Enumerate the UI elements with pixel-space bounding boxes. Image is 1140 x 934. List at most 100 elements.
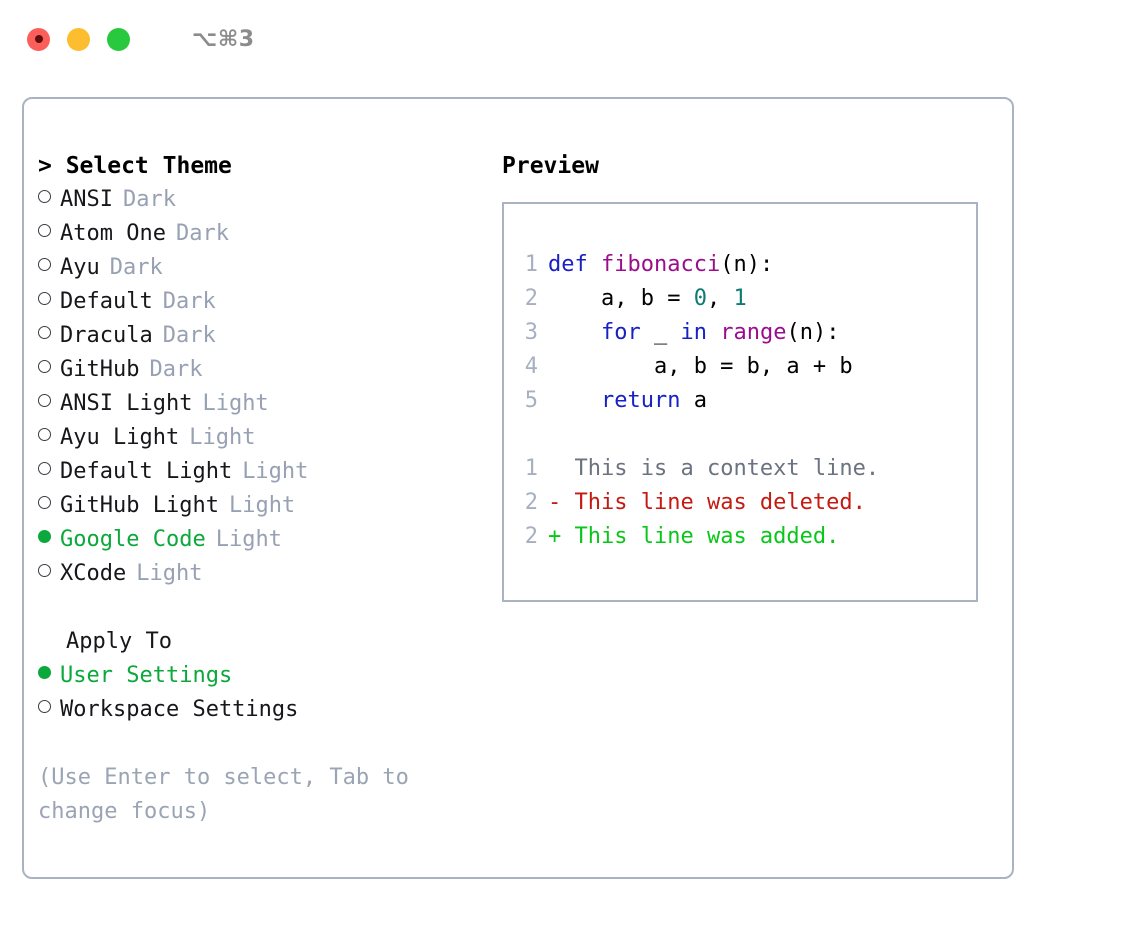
- radio-unselected-icon[interactable]: [38, 462, 51, 475]
- theme-kind-badge: Dark: [175, 221, 229, 246]
- zoom-button[interactable]: [107, 27, 130, 51]
- line-number: 4: [524, 354, 538, 379]
- code-token-kw: for: [600, 320, 641, 345]
- apply-to-option-label: Workspace Settings: [60, 697, 299, 722]
- line-number: 2: [524, 286, 538, 311]
- code-token-num: 1: [733, 286, 747, 311]
- theme-option-label: GitHub: [60, 357, 140, 382]
- theme-option-label: Atom One: [60, 221, 166, 246]
- theme-option-atom-one[interactable]: Atom One Dark: [38, 217, 488, 251]
- code-token-plain: [548, 320, 601, 345]
- code-token-plain: [548, 388, 601, 413]
- code-token-plain: a: [680, 388, 707, 413]
- theme-option-dracula[interactable]: Dracula Dark: [38, 319, 488, 353]
- theme-option-default[interactable]: Default Dark: [38, 285, 488, 319]
- apply-to-option-user-settings[interactable]: User Settings: [38, 659, 488, 693]
- preview-title: Preview: [502, 153, 599, 179]
- code-line: 2 a, b = 0, 1: [504, 282, 976, 316]
- code-line-text: return a: [548, 384, 707, 418]
- code-token-plain: (n):: [786, 320, 840, 345]
- theme-kind-badge: Light: [228, 493, 296, 518]
- code-line-text: def fibonacci(n):: [548, 248, 773, 282]
- theme-option-ansi-light[interactable]: ANSI Light Light: [38, 387, 488, 421]
- radio-unselected-icon[interactable]: [38, 700, 51, 713]
- theme-option-google-code[interactable]: Google Code Light: [38, 523, 488, 557]
- line-number: 2: [524, 524, 538, 549]
- theme-option-label: GitHub Light: [60, 493, 219, 518]
- theme-kind-badge: Dark: [109, 255, 163, 280]
- apply-to-option-workspace-settings[interactable]: Workspace Settings: [38, 693, 488, 727]
- radio-unselected-icon[interactable]: [38, 258, 51, 271]
- code-token-fn: fibonacci: [600, 252, 721, 277]
- diff-line: 1 This is a context line.: [504, 452, 976, 486]
- diff-spacer: [504, 418, 976, 452]
- theme-option-label: Dracula: [60, 323, 153, 348]
- diff-line-text: This line was added.: [574, 524, 840, 549]
- radio-selected-icon[interactable]: [38, 666, 51, 679]
- theme-option-label: Ayu Light: [60, 425, 180, 450]
- radio-unselected-icon[interactable]: [38, 224, 51, 237]
- theme-kind-badge: Light: [202, 391, 269, 416]
- theme-option-label: ANSI Light: [60, 391, 193, 416]
- diff-line: 2- This line was deleted.: [504, 486, 976, 520]
- radio-unselected-icon[interactable]: [38, 394, 51, 407]
- radio-selected-icon[interactable]: [38, 530, 51, 543]
- radio-unselected-icon[interactable]: [38, 496, 51, 509]
- minimize-button[interactable]: [67, 27, 90, 51]
- close-button[interactable]: [27, 27, 50, 51]
- theme-option-github-light[interactable]: GitHub Light Light: [38, 489, 488, 523]
- diff-line-text: This line was deleted.: [574, 490, 866, 515]
- theme-option-ayu[interactable]: Ayu Dark: [38, 251, 488, 285]
- code-line: 3 for _ in range(n):: [504, 316, 976, 350]
- title-bar: ⌥⌘3: [0, 0, 1140, 78]
- radio-unselected-icon[interactable]: [38, 360, 51, 373]
- diff-line-text: This is a context line.: [574, 456, 880, 481]
- radio-unselected-icon[interactable]: [38, 190, 51, 203]
- radio-unselected-icon[interactable]: [38, 564, 51, 577]
- code-token-kw: in: [680, 320, 707, 345]
- theme-kind-badge: Light: [215, 527, 282, 552]
- diff-marker: -: [548, 490, 575, 515]
- page-title: > Select Theme: [38, 153, 232, 179]
- theme-kind-badge: Light: [242, 459, 309, 484]
- theme-kind-badge: Dark: [162, 289, 216, 314]
- code-token-plain: (n):: [720, 252, 774, 277]
- theme-option-label: Google Code: [60, 527, 206, 552]
- theme-option-label: ANSI: [60, 187, 113, 212]
- line-number: 5: [524, 388, 538, 413]
- theme-option-label: Default: [60, 289, 153, 314]
- theme-kind-badge: Dark: [122, 187, 176, 212]
- code-line: 4 a, b = b, a + b: [504, 350, 976, 384]
- code-line: 5 return a: [504, 384, 976, 418]
- diff-sample: 1 This is a context line.2- This line wa…: [504, 452, 976, 554]
- theme-kind-badge: Light: [189, 425, 256, 450]
- radio-unselected-icon[interactable]: [38, 326, 51, 339]
- code-token-plain: ,: [706, 286, 734, 311]
- list-spacer: [38, 591, 488, 625]
- theme-option-ansi[interactable]: ANSI Dark: [38, 183, 488, 217]
- theme-option-ayu-light[interactable]: Ayu Light Light: [38, 421, 488, 455]
- code-token-plain: a, b = b, a + b: [548, 354, 853, 379]
- radio-unselected-icon[interactable]: [38, 292, 51, 305]
- theme-kind-badge: Dark: [162, 323, 216, 348]
- apply-to-option-label: User Settings: [60, 663, 233, 688]
- theme-option-label: Ayu: [60, 255, 100, 280]
- hint-spacer: [38, 727, 488, 761]
- code-token-plain: [707, 320, 720, 345]
- radio-unselected-icon[interactable]: [38, 428, 51, 441]
- diff-line: 2+ This line was added.: [504, 520, 976, 554]
- line-number: 3: [524, 320, 538, 345]
- code-token-fn: range: [720, 320, 787, 345]
- shortcut-label: ⌥⌘3: [192, 26, 255, 52]
- code-token-kw: def: [548, 252, 601, 277]
